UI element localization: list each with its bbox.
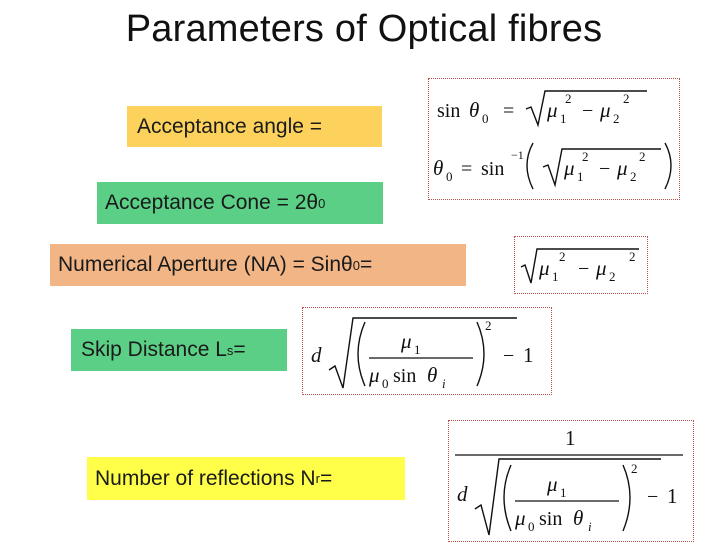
mu-subscript: 2 xyxy=(609,269,616,284)
equals-sign: = xyxy=(503,100,514,122)
minus-sign: − xyxy=(599,158,610,180)
skip-distance-formula: d μ 1 μ 0 sin θ i 2 − 1 xyxy=(302,307,552,395)
radical-sign xyxy=(328,317,517,389)
theta-symbol: θ xyxy=(427,363,437,387)
mu-symbol: μ xyxy=(546,472,558,496)
skip-distance-text: Skip Distance L xyxy=(81,338,227,361)
acceptance-cone-text: Acceptance Cone = 2θ xyxy=(105,191,319,214)
mu-symbol: μ xyxy=(595,256,607,280)
minus-sign: − xyxy=(582,100,593,122)
radical-sign xyxy=(520,248,639,284)
numerical-aperture-text: Numerical Aperture (NA) = Sinθ xyxy=(58,253,353,276)
minus-sign: − xyxy=(503,345,514,367)
mu-superscript: 2 xyxy=(639,149,646,164)
mu-subscript: 2 xyxy=(630,169,637,184)
one-constant: 1 xyxy=(667,484,678,508)
numerical-aperture-formula: μ 1 2 − μ 2 2 xyxy=(514,236,648,294)
mu-symbol: μ xyxy=(400,329,412,353)
reflections-text: Number of reflections N xyxy=(95,466,316,490)
reflections-subscript: r xyxy=(315,471,320,486)
numerical-aperture-subscript: 0 xyxy=(352,257,360,273)
mu-subscript: 1 xyxy=(560,485,567,500)
inverse-superscript: −1 xyxy=(511,148,524,162)
mu-subscript: 1 xyxy=(577,169,584,184)
mu-superscript: 2 xyxy=(559,249,566,264)
acceptance-angle-label: Acceptance angle = xyxy=(127,106,382,147)
radical-sign xyxy=(542,148,661,188)
right-paren xyxy=(476,321,485,387)
one-numerator: 1 xyxy=(565,426,576,450)
radical-sign xyxy=(474,458,661,536)
mu-symbol: μ xyxy=(616,156,628,180)
power-superscript: 2 xyxy=(631,461,638,476)
radical-sign xyxy=(525,90,647,128)
left-paren xyxy=(526,142,534,190)
mu-subscript: 1 xyxy=(560,111,567,126)
d-variable: d xyxy=(311,343,322,367)
mu-subscript: 0 xyxy=(382,376,389,391)
sin-text: sin xyxy=(437,100,460,122)
theta-symbol: θ xyxy=(433,156,443,180)
theta-symbol: θ xyxy=(469,98,479,122)
reflections-formula: 1 d μ 1 μ 0 sin θ i 2 − 1 xyxy=(448,420,694,542)
theta-symbol: θ xyxy=(573,506,583,530)
mu-superscript: 2 xyxy=(582,149,589,164)
minus-sign: − xyxy=(647,486,658,508)
acceptance-cone-subscript: 0 xyxy=(318,195,326,211)
skip-distance-subscript: s xyxy=(226,342,234,358)
slide-title: Parameters of Optical fibres xyxy=(125,8,603,50)
mu-symbol: μ xyxy=(546,98,558,122)
mu-symbol: μ xyxy=(514,506,526,530)
power-superscript: 2 xyxy=(485,318,492,333)
sin-text: sin xyxy=(481,158,504,180)
theta-subscript: i xyxy=(588,519,592,534)
mu-symbol: μ xyxy=(599,98,611,122)
mu-symbol: μ xyxy=(563,156,575,180)
left-paren xyxy=(503,464,512,532)
equals-sign: = xyxy=(461,158,472,180)
sin-text: sin xyxy=(393,365,416,387)
mu-superscript: 2 xyxy=(623,91,630,106)
mu-subscript: 1 xyxy=(552,269,559,284)
d-variable: d xyxy=(457,482,468,506)
mu-symbol: μ xyxy=(538,256,550,280)
mu-subscript: 0 xyxy=(528,519,535,534)
theta-subscript: 0 xyxy=(482,111,489,126)
theta-subscript: i xyxy=(442,376,446,391)
theta-subscript: 0 xyxy=(446,169,453,184)
acceptance-angle-formula: sin θ 0 = μ 1 2 − μ 2 2 θ 0 = sin −1 μ 1… xyxy=(428,78,680,200)
mu-subscript: 1 xyxy=(414,342,421,357)
minus-sign: − xyxy=(578,258,589,280)
left-paren xyxy=(357,321,366,387)
mu-superscript: 2 xyxy=(629,249,636,264)
sin-text: sin xyxy=(539,508,562,530)
right-paren xyxy=(622,464,631,532)
mu-symbol: μ xyxy=(368,363,380,387)
acceptance-angle-text: Acceptance angle = xyxy=(137,114,323,138)
reflections-suffix: = xyxy=(319,466,333,490)
mu-subscript: 2 xyxy=(613,111,620,126)
right-paren xyxy=(664,142,672,190)
numerical-aperture-suffix: = xyxy=(359,253,373,276)
mu-superscript: 2 xyxy=(565,91,572,106)
skip-distance-suffix: = xyxy=(233,338,246,361)
one-constant: 1 xyxy=(523,343,534,367)
